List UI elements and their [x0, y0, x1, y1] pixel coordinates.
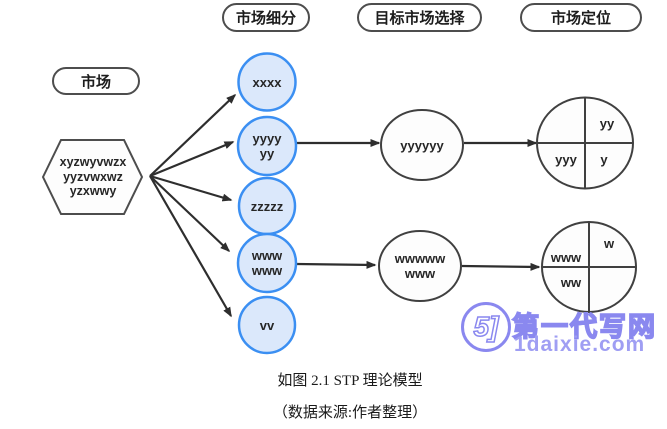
segment-label-3: zzzzz — [250, 199, 284, 214]
market-hexagon-label: xyzwyvwzx yyzvwxwz yzxwwy — [59, 155, 127, 198]
watermark-site-name: 第一代写网 — [511, 311, 657, 343]
fan-arrows — [149, 93, 237, 318]
market-hexagon-shape — [41, 139, 144, 215]
arrow-target2-to-positioning2 — [461, 262, 541, 271]
header-segmentation: 市场细分 — [222, 3, 310, 32]
flow-arrows — [296, 139, 541, 271]
target-ellipse-1 — [380, 109, 464, 181]
header-positioning: 市场定位 — [520, 3, 642, 32]
positioning2-bottom-left-label: ww — [560, 275, 582, 290]
segment-circle-5 — [237, 295, 297, 355]
figure-source-note: （数据来源:作者整理） — [272, 405, 428, 421]
figure-caption: 如图 2.1 STP 理论模型 — [277, 373, 423, 389]
watermark-site-url: 1daixie.com — [514, 333, 646, 356]
positioning2-top-right-label: w — [603, 236, 615, 251]
target-label-1: yyyyyy — [400, 138, 444, 153]
positioning1-bottom-left-label: yyy — [555, 152, 577, 167]
daixie-logo-glyph: 5] — [473, 310, 499, 343]
arrow-to-segment-3 — [149, 174, 233, 202]
target-ellipses — [378, 109, 464, 302]
arrow-to-segment-5 — [149, 175, 232, 318]
segment-label-1: xxxx — [252, 75, 282, 90]
market-pill: 市场 — [52, 67, 140, 95]
positioning2-top-left-label: www — [550, 250, 582, 265]
segment-label-4: www www — [251, 248, 283, 278]
arrow-to-segment-1 — [149, 93, 237, 177]
arrow-to-segment-4 — [149, 175, 231, 253]
positioning1-bottom-right-label: y — [600, 152, 608, 167]
positioning-circles — [536, 96, 637, 313]
header-targeting: 目标市场选择 — [357, 3, 482, 32]
arrow-to-segment-2 — [149, 140, 235, 178]
segment-circles — [236, 52, 298, 355]
arrow-segment4-to-target2 — [296, 260, 377, 269]
target-ellipse-2 — [378, 230, 462, 302]
target-label-2: wwwww www — [394, 251, 446, 281]
daixie-logo-icon: 5] — [461, 302, 511, 352]
segment-circle-1 — [237, 52, 297, 112]
positioning1-top-right-label: yy — [599, 116, 615, 131]
segment-label-5: vv — [259, 318, 275, 333]
segment-circle-4 — [236, 232, 298, 294]
segment-label-2: yyyy yy — [252, 131, 282, 161]
segment-circle-2 — [236, 115, 298, 177]
